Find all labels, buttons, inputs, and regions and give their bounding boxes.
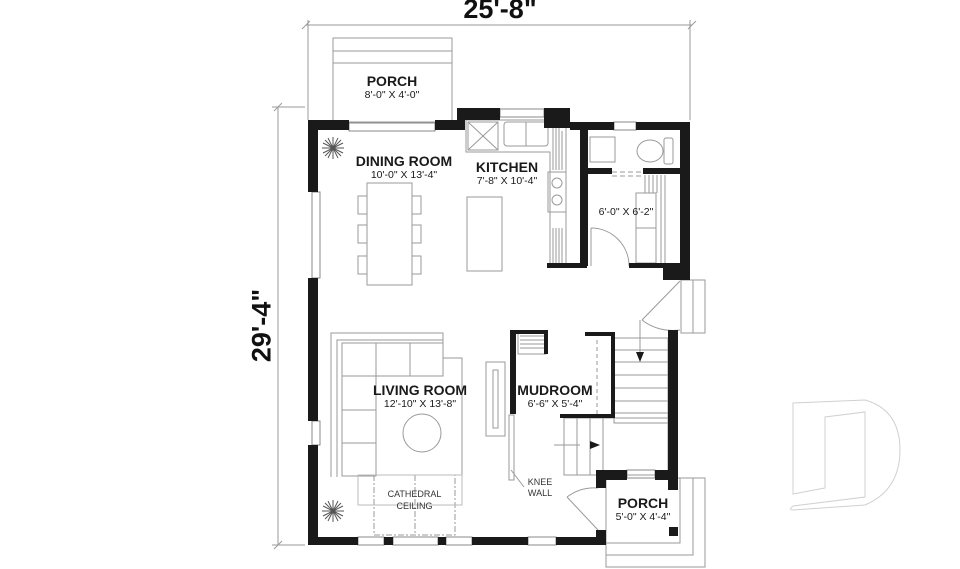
interior-walls (510, 122, 680, 536)
depth-dimension-line (272, 102, 305, 550)
kitchen-island (466, 196, 503, 272)
width-dimension-line (301, 20, 697, 120)
room-dims: 6'-0" X 6'-2" (598, 206, 654, 218)
note-line: KNEE (527, 477, 553, 487)
overall-depth-label: 29'-4" (246, 288, 277, 363)
kitchen-counter (465, 119, 567, 267)
room-name: MUDROOM (517, 382, 593, 398)
room-dims: 8'-0" X 4'-0" (364, 89, 420, 101)
sectional-sofa (330, 332, 463, 477)
fireplace (485, 361, 506, 437)
rear-porch (332, 37, 453, 123)
room-dims: 7'-8" X 10'-4" (476, 175, 538, 187)
room-name: KITCHEN (475, 159, 539, 175)
note-line: CATHEDRAL (387, 489, 442, 499)
watermark-logo (790, 399, 901, 511)
overall-width-label: 25'-8" (463, 0, 537, 24)
room-name: PORCH (366, 73, 418, 89)
note-line: CEILING (396, 501, 433, 511)
room-name: PORCH (617, 495, 669, 511)
room-dims: 12'-10" X 13'-8" (383, 398, 457, 410)
front-door (566, 487, 599, 531)
room-dims: 5'-0" X 4'-4" (615, 511, 671, 523)
exterior-walls (308, 108, 690, 545)
laundry-door (590, 227, 630, 267)
laundry-appliances (635, 175, 666, 264)
front-porch (605, 477, 706, 568)
room-dims: 6'-6" X 5'-4" (527, 398, 583, 410)
coffee-table (402, 413, 442, 453)
knee-wall (508, 414, 525, 488)
stair-arrows (590, 352, 644, 449)
bathroom-fixtures (589, 136, 674, 177)
plant-icon (322, 137, 344, 522)
note-line: WALL (527, 488, 553, 498)
room-dims: 10'-0" X 13'-4" (370, 169, 438, 181)
room-name: LIVING ROOM (372, 382, 468, 398)
room-name: DINING ROOM (355, 153, 453, 169)
mudroom-closet (517, 331, 598, 415)
dining-table (357, 182, 422, 286)
side-entry-steps (680, 279, 706, 334)
